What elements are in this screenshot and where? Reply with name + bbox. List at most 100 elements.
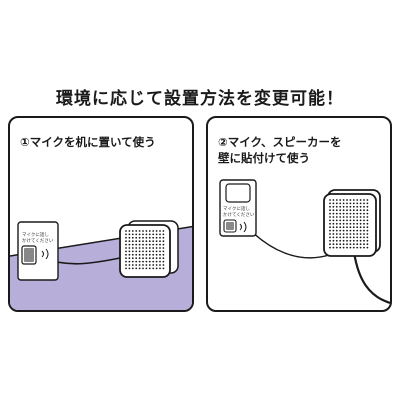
grille-dot [148,267,151,270]
grille-dot [366,226,369,229]
grille-dot [128,236,131,239]
grille-dot [135,257,138,260]
grille-dot [162,240,165,243]
grille-dot [145,253,148,256]
grille-dot [352,226,355,229]
grille-dot [332,226,335,229]
grille-dot [346,199,348,201]
grille-dot [159,257,161,260]
grille-dot [349,229,352,232]
grille-dot [335,226,338,229]
grille-dot [159,253,161,256]
grille-dot [162,257,165,260]
grille-dot [142,243,144,246]
grille-dot [366,236,369,239]
grille-dot [339,212,342,215]
grille-dot [352,212,355,215]
grille-dot [349,239,352,242]
mic-stand-card [17,221,59,281]
grille-dot [152,230,155,232]
grille-dot [131,253,134,256]
panel-wall-title: ②マイク、スピーカーを 壁に貼付けて使う [218,134,388,166]
grille-dot [138,236,141,239]
grille-dot [155,264,158,266]
grille-dot [329,219,331,222]
grille-dot [332,236,335,239]
grille-dot [335,205,338,208]
grille-dot [335,212,338,215]
grille-dot [356,222,359,225]
grille-dot [152,264,155,266]
grille-dot [329,229,331,232]
grille-dot [339,233,342,235]
grille-dot [356,226,359,229]
grille-dot [125,257,127,260]
grille-dot [352,233,355,235]
grille-dot [145,230,148,232]
grille-dot [138,253,141,256]
grille-dot [159,264,161,266]
grille-dot [128,243,131,246]
grille-dot [142,247,144,249]
grille-dot [352,199,355,201]
grille-dot [363,219,365,222]
speaker [119,224,171,278]
grille-dot [359,222,362,225]
grille-dot [128,260,131,263]
grille-dot [352,236,355,239]
grille-dot [359,246,362,249]
grille-dot [145,240,148,243]
grille-dot [332,205,335,208]
grille-dot [142,253,144,256]
grille-dot [352,222,355,225]
grille-dot [359,202,362,205]
grille-dot [148,240,151,243]
grille-dot [335,239,338,242]
grille-dot [366,202,369,205]
grille-dot [335,199,338,201]
grille-dot [356,216,359,218]
grille-dot [155,260,158,263]
grille-dot [152,267,155,270]
grille-dot [352,205,355,208]
grille-dot [342,246,345,249]
grille-dot [349,226,352,229]
grille-dot [342,226,345,229]
grille-dot [155,267,158,270]
grille-dot [335,219,338,222]
speaker-grille [125,230,165,270]
grille-dot [125,243,127,246]
grille-dot [125,236,127,239]
grille-dot [152,233,155,236]
panel-wall-title-line2: 壁に貼付けて使う [218,151,310,165]
grille-dot [142,230,144,232]
grille-dot [159,267,161,270]
grille-dot [155,247,158,249]
grille-dot [363,236,365,239]
grille-dot [159,233,161,236]
grille-dot [335,233,338,235]
grille-dot [356,246,359,249]
grille-dot [363,226,365,229]
grille-dot [339,219,342,222]
grille-dot [145,257,148,260]
grille-dot [352,229,355,232]
grille-dot [145,267,148,270]
grille-dot [335,209,338,212]
grille-dot [125,247,127,249]
grille-dot [339,229,342,232]
grille-dot [329,212,331,215]
grille-dot [356,239,359,242]
grille-dot [329,202,331,205]
grille-dot [346,212,348,215]
grille-dot [356,209,359,212]
grille-dot [363,222,365,225]
grille-dot [363,243,365,246]
grille-dot [329,199,331,201]
grille-dot [148,253,151,256]
panel-desk-title-line: ①マイクを机に置いて使う [20,135,156,149]
svg-text:かけてください: かけてください [223,211,255,218]
grille-dot [162,264,165,266]
grille-dot [339,243,342,246]
grille-dot [162,260,165,263]
